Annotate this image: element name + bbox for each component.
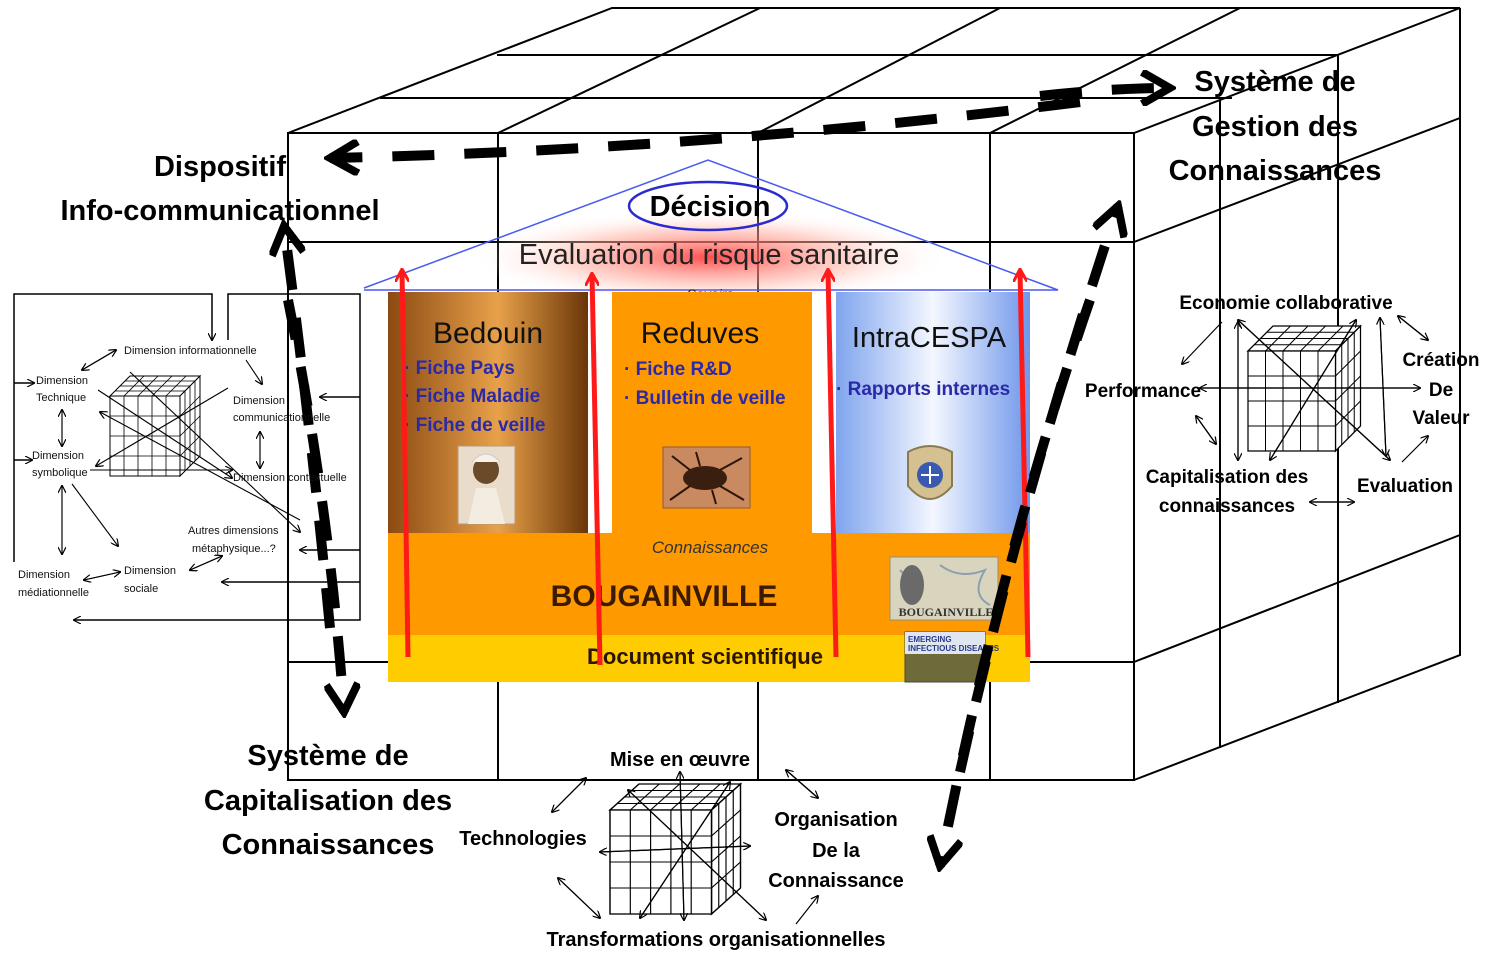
document-label: Document scientifique: [587, 644, 823, 669]
creation-label: Valeur: [1412, 408, 1470, 429]
scc-label: Système de: [247, 740, 408, 772]
thumb-eid-line: EMERGING: [908, 635, 952, 644]
left-diagram: Dimension informationnelle Dimension Tec…: [13, 293, 361, 620]
capitalisation-label: Capitalisation des: [1146, 467, 1309, 488]
eid-thumb: EMERGING INFECTIOUS DISEASES: [904, 631, 1000, 683]
evaluation-label: Evaluation du risque sanitaire: [519, 239, 899, 271]
dim-autres: métaphysique...?: [192, 543, 276, 555]
bedouin-item: · Fiche de veille: [404, 415, 546, 436]
right-diagram: Economie collaborative Performance Créat…: [1085, 293, 1480, 517]
connaissances-label: Connaissances: [652, 538, 769, 557]
dashed-arrows: [284, 87, 1170, 866]
capitalisation-label: connaissances: [1159, 496, 1295, 517]
house: Décision Evaluation du risque sanitaire …: [363, 159, 1059, 683]
bedouin-title: Bedouin: [433, 317, 543, 350]
decision-ellipse: [627, 180, 789, 232]
creation-label: Création: [1402, 350, 1479, 371]
dim-symbolique: symbolique: [32, 467, 88, 479]
reduves-title: Reduves: [641, 317, 759, 350]
organisation-label: De la: [812, 840, 861, 862]
intracespa-item: · Rapports internes: [836, 379, 1010, 400]
dim-autres: Autres dimensions: [188, 525, 279, 537]
emblem-icon: [907, 445, 953, 500]
sgc-label: Système de: [1194, 66, 1355, 98]
dim-technique: Dimension: [36, 375, 88, 387]
bougainville-thumb: BOUGAINVILLE: [889, 556, 999, 621]
transformations-label: Transformations organisationnelles: [547, 929, 886, 951]
dim-communicationnelle: communicationnelle: [233, 412, 330, 424]
reduves-item: · Bulletin de veille: [624, 388, 786, 409]
creation-label: De: [1429, 380, 1453, 401]
dim-technique: Technique: [36, 392, 86, 404]
scc-label: Connaissances: [222, 829, 435, 861]
performance-label: Performance: [1085, 381, 1201, 402]
bedouin-item: · Fiche Maladie: [404, 386, 540, 407]
dim-contextuelle: Dimension contextuelle: [233, 472, 347, 484]
dim-informationnelle: Dimension informationnelle: [124, 345, 257, 357]
thumb-eid-line: INFECTIOUS DISEASES: [908, 644, 1000, 653]
dispositif-label: Dispositif: [154, 151, 286, 183]
reduves-item: · Fiche R&D: [624, 359, 732, 380]
dim-communicationnelle: Dimension: [233, 395, 285, 407]
technologies-label: Technologies: [459, 828, 586, 850]
decision-label: Décision: [650, 191, 771, 223]
economie-label: Economie collaborative: [1179, 293, 1392, 314]
bottom-diagram: Mise en œuvre Technologies Organisation …: [459, 749, 904, 951]
evaluation-label-right: Evaluation: [1357, 476, 1453, 497]
thumb-bougainville-text: BOUGAINVILLE: [899, 605, 994, 619]
intracespa-title: IntraCESPA: [852, 322, 1007, 354]
bedouin-photo: [457, 445, 516, 525]
red-arrows: [402, 270, 1031, 666]
dim-mediationnelle: médiationnelle: [18, 587, 89, 599]
bug-photo: [662, 446, 751, 509]
mise-label: Mise en œuvre: [610, 749, 750, 771]
organisation-label: Organisation: [774, 809, 897, 831]
bedouin-item: · Fiche Pays: [404, 358, 515, 379]
sgc-label: Connaissances: [1169, 155, 1382, 187]
dim-mediationnelle: Dimension: [18, 569, 70, 581]
dim-sociale: Dimension: [124, 565, 176, 577]
bougainville-label: BOUGAINVILLE: [551, 580, 778, 613]
sgc-label: Gestion des: [1192, 111, 1358, 143]
scc-label: Capitalisation des: [204, 785, 452, 817]
dim-symbolique: Dimension: [32, 450, 84, 462]
dim-sociale: sociale: [124, 583, 158, 595]
roof: [363, 159, 1059, 291]
organisation-label: Connaissance: [768, 870, 904, 892]
dispositif-label: Info-communicationnel: [61, 195, 380, 227]
